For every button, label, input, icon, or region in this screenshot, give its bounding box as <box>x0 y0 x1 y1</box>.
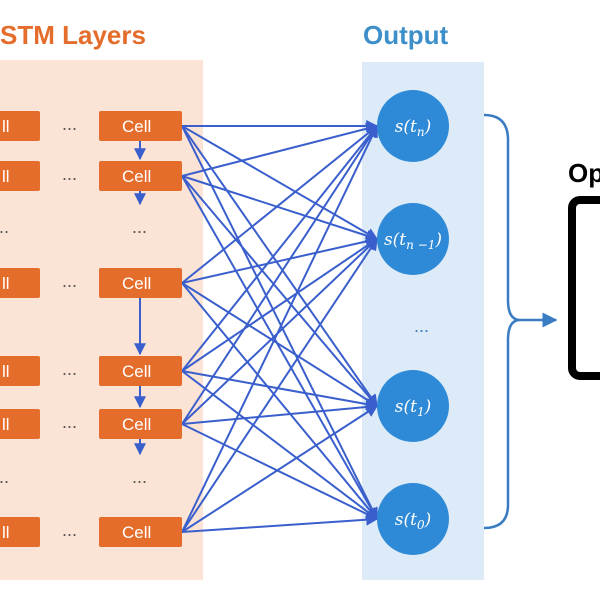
output-node-tn <box>377 90 449 162</box>
link-cell2-to-node2 <box>181 175 379 242</box>
output-node-t0 <box>377 483 449 555</box>
left-cell-6-label: ll <box>2 523 10 542</box>
output-node-tn-minus-1-label: s(tn −1) <box>384 230 442 252</box>
left-cell-1 <box>0 111 40 141</box>
right-cell-4-label: Cell <box>122 362 151 381</box>
link-cell6-to-node2 <box>181 238 378 533</box>
right-cell-2-label: Cell <box>122 167 151 186</box>
link-cell3-to-node2 <box>181 235 379 284</box>
link-cell1-to-node3 <box>181 125 378 407</box>
left-cell-6 <box>0 517 40 547</box>
lstm-layers-title: STM Layers <box>0 20 146 50</box>
link-cell2-to-node3 <box>181 175 378 407</box>
link-cell3-to-node3 <box>181 282 379 407</box>
output-node-t1 <box>377 370 449 442</box>
row-ellipsis-4: ... <box>62 359 77 379</box>
right-cell-5-label: Cell <box>122 415 151 434</box>
link-cell2-to-node4 <box>181 175 378 521</box>
left-cell-1-label: ll <box>2 117 10 136</box>
left-cell-2-label: ll <box>2 167 10 186</box>
output-vertical-ellipsis: ... <box>414 316 429 336</box>
link-cell1-to-node2 <box>181 125 379 240</box>
lstm-layers-panel <box>0 60 203 580</box>
link-cell6-to-node1 <box>181 124 378 533</box>
link-cell5-to-node3 <box>181 401 379 425</box>
left-cell-3 <box>0 268 40 298</box>
link-cell6-to-node4 <box>181 513 379 533</box>
link-cell5-to-node2 <box>181 238 378 425</box>
output-node-t1-label: s(t1) <box>395 397 431 419</box>
right-vertical-ellipsis-2: ... <box>132 467 147 487</box>
right-vertical-ellipsis-1: ... <box>132 217 147 237</box>
link-cell3-to-node4 <box>181 282 378 520</box>
link-cell1-to-node4 <box>181 125 378 521</box>
left-cell-5-label: ll <box>2 415 10 434</box>
left-cell-3-label: ll <box>2 274 10 293</box>
row-ellipsis-2: ... <box>62 164 77 184</box>
output-node-tn-minus-1 <box>377 203 449 275</box>
fully-connected-links <box>181 120 379 533</box>
output-bracket <box>483 113 521 530</box>
cut-off-title: Op <box>568 158 600 188</box>
right-cell-4 <box>99 356 182 386</box>
link-cell6-to-node3 <box>181 405 379 533</box>
output-title: Output <box>363 20 449 50</box>
left-cell-column: ll ll ll ll ll ll <box>0 111 40 547</box>
right-cell-column: Cell Cell Cell Cell Cell Cell <box>99 111 182 547</box>
row-ellipsis-3: ... <box>62 271 77 291</box>
left-vertical-ellipsis-1: ... <box>0 217 9 237</box>
left-vertical-ellipsis-2: ... <box>0 467 9 487</box>
left-cell-5 <box>0 409 40 439</box>
link-cell4-to-node1 <box>181 125 378 372</box>
row-ellipses: ... ... ... ... ... ... <box>62 114 77 540</box>
row-ellipsis-1: ... <box>62 114 77 134</box>
link-cell3-to-node1 <box>181 125 378 284</box>
link-cell4-to-node4 <box>181 370 378 520</box>
left-cell-4-label: ll <box>2 362 10 381</box>
row-ellipsis-6: ... <box>62 520 77 540</box>
column-ellipses: ... ... ... ... ... <box>0 217 429 487</box>
output-nodes: s(tn) s(tn −1) s(t1) s(t0) <box>377 90 449 555</box>
row-ellipsis-5: ... <box>62 412 77 432</box>
right-cell-5 <box>99 409 182 439</box>
left-cell-4 <box>0 356 40 386</box>
link-cell5-to-node1 <box>181 124 378 425</box>
right-cell-6 <box>99 517 182 547</box>
link-cell4-to-node2 <box>181 238 378 372</box>
link-cell4-to-node3 <box>181 370 379 410</box>
link-cell5-to-node4 <box>181 423 379 520</box>
left-cell-2 <box>0 161 40 191</box>
right-cell-3-label: Cell <box>122 274 151 293</box>
right-cell-3 <box>99 268 182 298</box>
link-cell2-to-node1 <box>181 122 379 177</box>
right-cell-2 <box>99 161 182 191</box>
output-node-t0-label: s(t0) <box>395 510 431 532</box>
output-node-tn-label: s(tn) <box>395 117 432 139</box>
right-cell-6-label: Cell <box>122 523 151 542</box>
right-cell-1 <box>99 111 182 141</box>
right-cell-1-label: Cell <box>122 117 151 136</box>
output-box <box>568 196 600 380</box>
